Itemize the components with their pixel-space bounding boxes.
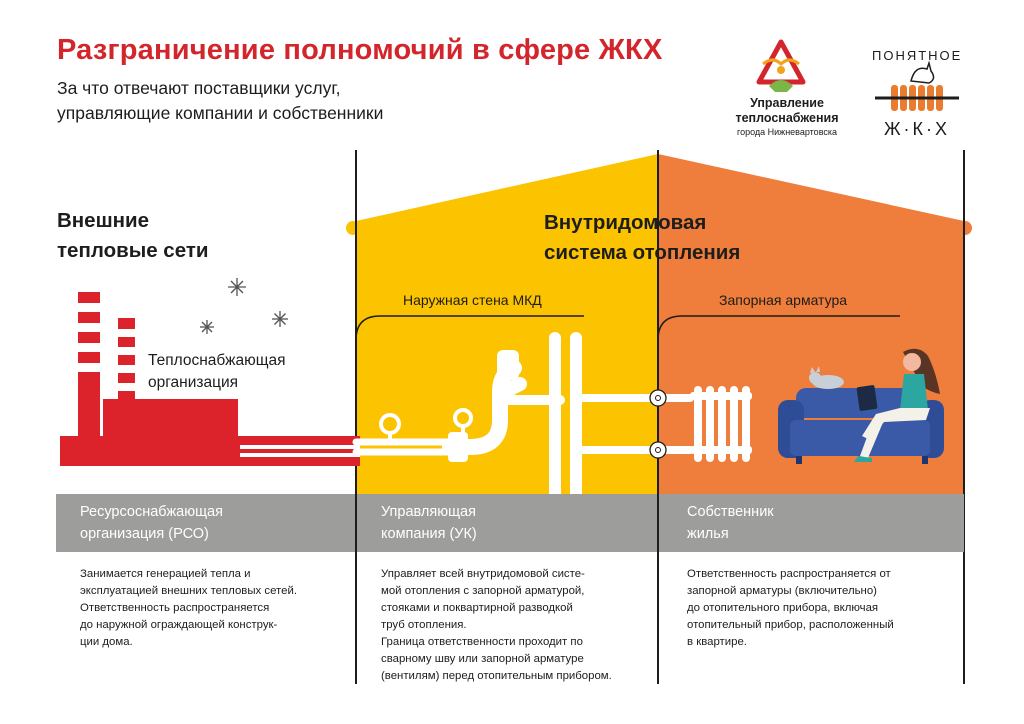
logo-line-2: теплоснабжения	[735, 111, 839, 125]
desc-line: эксплуатацией внешних тепловых сетей.	[80, 585, 297, 597]
heat-plant	[60, 292, 360, 466]
logo-line-1: Управление	[750, 96, 824, 110]
house-yellow-section	[356, 154, 658, 494]
desc-line: Граница ответственности проходит по	[381, 636, 583, 648]
page-title: Разграничение полномочий в сфере ЖКХ	[57, 34, 663, 66]
valve-bracket	[657, 315, 900, 341]
desc-line: в квартире.	[687, 636, 747, 648]
desc-uk: Управляет всей внутридомовой систе- мой …	[381, 566, 653, 685]
heat-org-line-2: организация	[148, 374, 239, 391]
zhkh-logo-icon	[875, 60, 959, 111]
page-subtitle: За что отвечают поставщики услуг, управл…	[57, 76, 497, 126]
band-title-uk: Управляющая компания (УК)	[381, 501, 477, 545]
band-title-line: Ресурсоснабжающая	[80, 504, 223, 520]
band-title-line: жилья	[687, 526, 729, 542]
roof-eave-left	[346, 221, 360, 235]
inner-system-line-2: система отопления	[544, 241, 741, 264]
band-title-line: Управляющая	[381, 504, 476, 520]
desc-line: труб отопления.	[381, 619, 467, 631]
desc-line: отопительный прибор, расположенный	[687, 619, 894, 631]
outer-networks-line-1: Внешние	[57, 209, 150, 232]
heat-supply-logo-icon	[756, 39, 806, 92]
desc-line: запорной арматуры (включительно)	[687, 585, 877, 597]
desc-rso: Занимается генерацией тепла и эксплуатац…	[80, 566, 350, 651]
desc-line: до отопительного прибора, включая	[687, 602, 879, 614]
snowflake-icon	[200, 278, 288, 334]
outer-wall-label: Наружная стена МКД	[403, 292, 542, 308]
desc-line: (вентилям) перед отопительным прибором.	[381, 670, 612, 682]
desc-line: ции дома.	[80, 636, 133, 648]
band-title-line: Собственник	[687, 504, 774, 520]
outer-wall-bracket	[355, 315, 584, 341]
desc-owner: Ответственность распространяется от запо…	[687, 566, 959, 651]
role-band	[56, 494, 964, 552]
outer-networks-heading: Внешние тепловые сети	[57, 206, 208, 266]
desc-line: Ответственность распространяется	[80, 602, 270, 614]
logo-line-3: города Нижневартовска	[736, 127, 838, 137]
band-title-line: организация (РСО)	[80, 526, 209, 542]
subtitle-line-2: управляющие компании и собственники	[57, 103, 384, 123]
inner-system-heading: Внутридомовая система отопления	[544, 208, 740, 268]
valve-icon	[649, 389, 667, 459]
inner-system-line-1: Внутридомовая	[544, 211, 707, 234]
heat-supply-logo: Управление теплоснабжения города Нижнева…	[722, 96, 852, 138]
desc-line: до наружной ограждающей конструк-	[80, 619, 278, 631]
band-title-rso: Ресурсоснабжающая организация (РСО)	[80, 501, 223, 545]
desc-line: Управляет всей внутридомовой систе-	[381, 568, 585, 580]
person-icon	[854, 348, 940, 462]
radiator-icon	[690, 386, 752, 462]
valve-label: Запорная арматура	[719, 292, 848, 308]
band-title-owner: Собственник жилья	[687, 501, 774, 545]
band-title-line: компания (УК)	[381, 526, 477, 542]
desc-line: сварному шву или запорной арматуре	[381, 653, 584, 665]
desc-line: мой отопления с запорной арматурой,	[381, 585, 585, 597]
zhkh-logo-bottom: Ж·К·Х	[883, 119, 951, 139]
outer-networks-line-2: тепловые сети	[57, 239, 209, 262]
subtitle-line-1: За что отвечают поставщики услуг,	[57, 78, 341, 98]
desc-line: стояками и поквартирной разводкой	[381, 602, 573, 614]
desc-line: Занимается генерацией тепла и	[80, 568, 251, 580]
heat-org-label: Теплоснабжающая организация	[148, 350, 285, 394]
zhkh-logo-top: ПОНЯТНОЕ	[872, 48, 963, 63]
pipes	[352, 332, 694, 500]
cat-icon	[809, 366, 844, 389]
desc-line: Ответственность распространяется от	[687, 568, 891, 580]
heat-org-line-1: Теплоснабжающая	[148, 352, 286, 369]
